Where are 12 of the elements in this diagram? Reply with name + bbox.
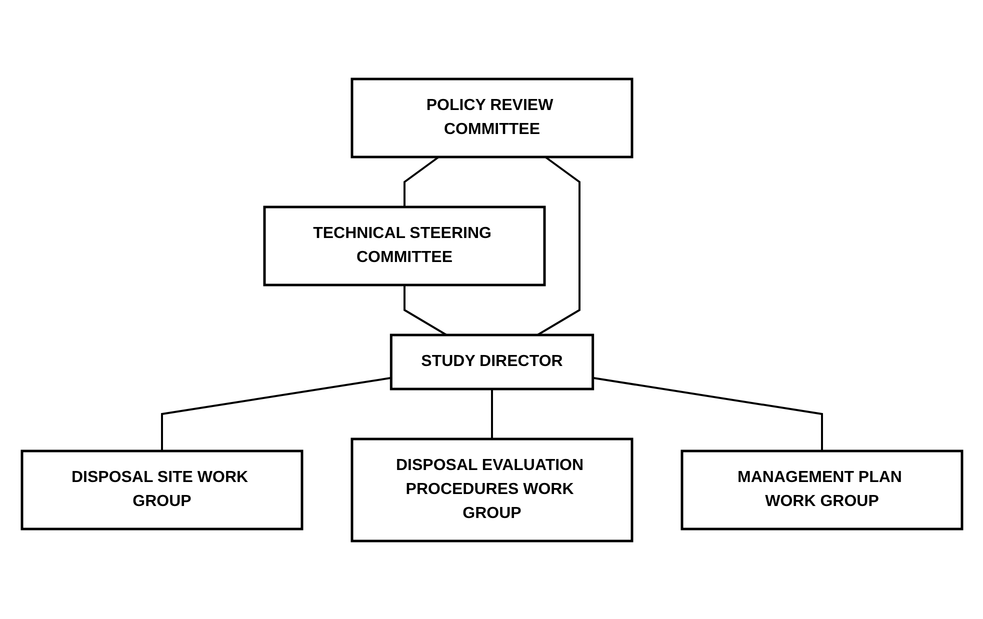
connector xyxy=(403,284,447,336)
connector xyxy=(160,376,391,450)
node-box: MANAGEMENT PLAN WORK GROUP xyxy=(680,449,963,530)
connector xyxy=(592,376,822,450)
connector xyxy=(536,156,580,336)
connector xyxy=(490,388,492,438)
node-box: DISPOSAL EVALUATION PROCEDURES WORK GROUP xyxy=(350,437,633,542)
node-box: POLICY REVIEW COMMITTEE xyxy=(350,77,633,158)
connector xyxy=(403,156,439,206)
node-box: TECHNICAL STEERING COMMITTEE xyxy=(262,205,546,286)
node-box: DISPOSAL SITE WORK GROUP xyxy=(20,449,303,530)
node-box: STUDY DIRECTOR xyxy=(389,333,594,390)
